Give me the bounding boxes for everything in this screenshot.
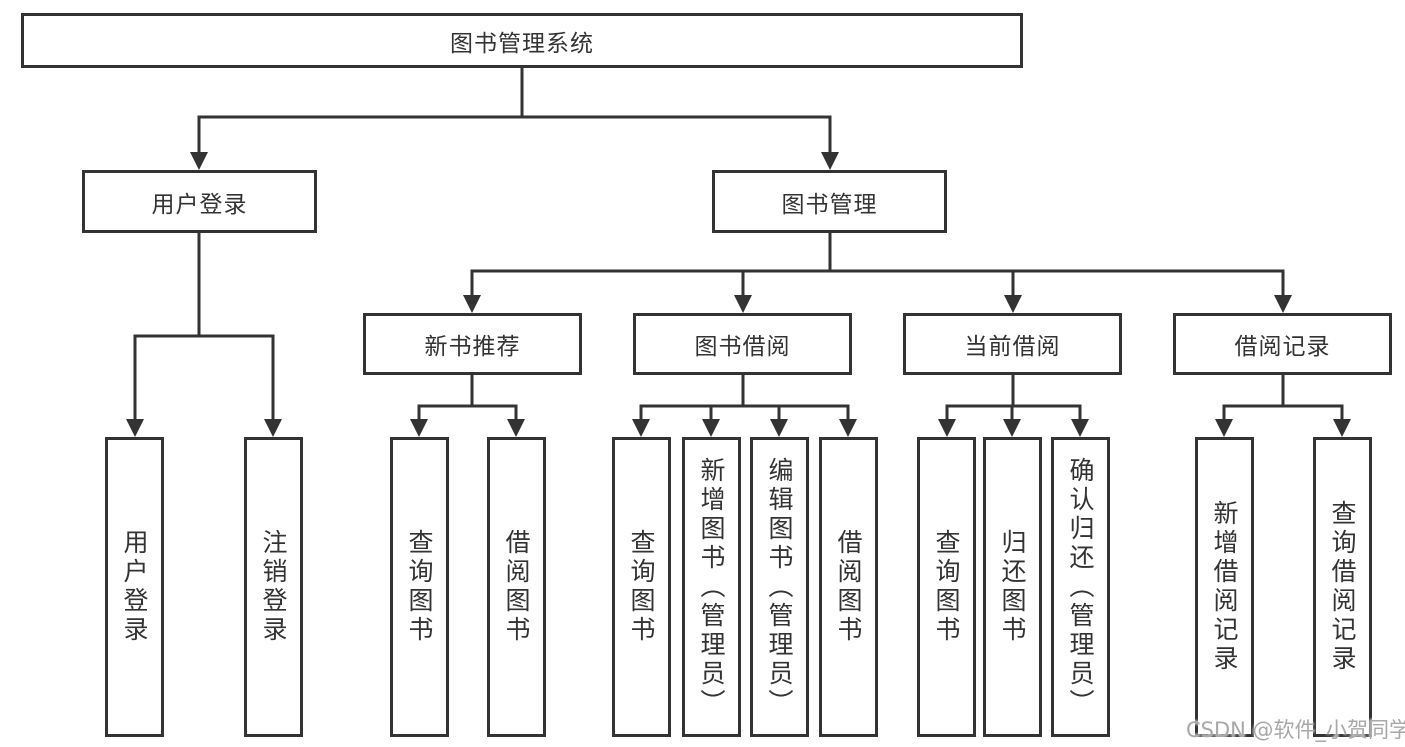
leaf-user-login: 用户登录: [105, 437, 164, 737]
leaf-label: 用户登录: [120, 529, 149, 645]
leaf-label: 编辑图书（管理员）: [765, 456, 794, 718]
leaf-query-books: 查询图书: [612, 437, 671, 737]
leaf-label: 查询图书: [405, 529, 434, 645]
leaf-borrow-books: 借阅图书: [487, 437, 546, 737]
root-node-library-system: 图书管理系统: [21, 13, 1023, 68]
leaf-confirm-return-admin: 确认归还（管理员）: [1051, 437, 1110, 737]
branch-book-management-label: 图书管理: [781, 191, 878, 218]
group-new-book-recommendation: 新书推荐: [363, 313, 582, 375]
root-node-label: 图书管理系统: [450, 30, 594, 57]
group-label: 新书推荐: [424, 334, 521, 360]
leaf-label: 查询图书: [627, 529, 656, 645]
leaf-add-books-admin: 新增图书（管理员）: [682, 437, 741, 737]
leaf-query-books: 查询图书: [917, 437, 976, 737]
leaf-return-books: 归还图书: [983, 437, 1042, 737]
leaf-query-borrow-record: 查询借阅记录: [1313, 437, 1372, 737]
branch-user-login-label: 用户登录: [151, 191, 248, 218]
leaf-add-borrow-record: 新增借阅记录: [1195, 437, 1254, 737]
leaf-borrow-books: 借阅图书: [819, 437, 878, 737]
group-current-borrowing: 当前借阅: [903, 313, 1122, 375]
leaf-label: 借阅图书: [834, 529, 863, 645]
group-label: 当前借阅: [964, 334, 1061, 360]
leaf-logout: 注销登录: [244, 437, 303, 737]
leaf-edit-books-admin: 编辑图书（管理员）: [750, 437, 809, 737]
leaf-query-books: 查询图书: [390, 437, 449, 737]
branch-book-management: 图书管理: [712, 170, 947, 233]
csdn-watermark: CSDN @软件_小贺同学: [1186, 718, 1405, 742]
group-book-borrowing: 图书借阅: [633, 313, 852, 375]
group-borrowing-records: 借阅记录: [1173, 313, 1392, 375]
branch-user-login: 用户登录: [82, 170, 317, 233]
leaf-label: 借阅图书: [502, 529, 531, 645]
leaf-label: 查询图书: [932, 529, 961, 645]
leaf-label: 归还图书: [998, 529, 1027, 645]
group-label: 图书借阅: [694, 334, 791, 360]
leaf-label: 注销登录: [259, 529, 288, 645]
leaf-label: 新增借阅记录: [1210, 500, 1239, 674]
leaf-label: 确认归还（管理员）: [1066, 456, 1095, 718]
leaf-label: 新增图书（管理员）: [697, 456, 726, 718]
group-label: 借阅记录: [1234, 334, 1331, 360]
leaf-label: 查询借阅记录: [1328, 500, 1357, 674]
